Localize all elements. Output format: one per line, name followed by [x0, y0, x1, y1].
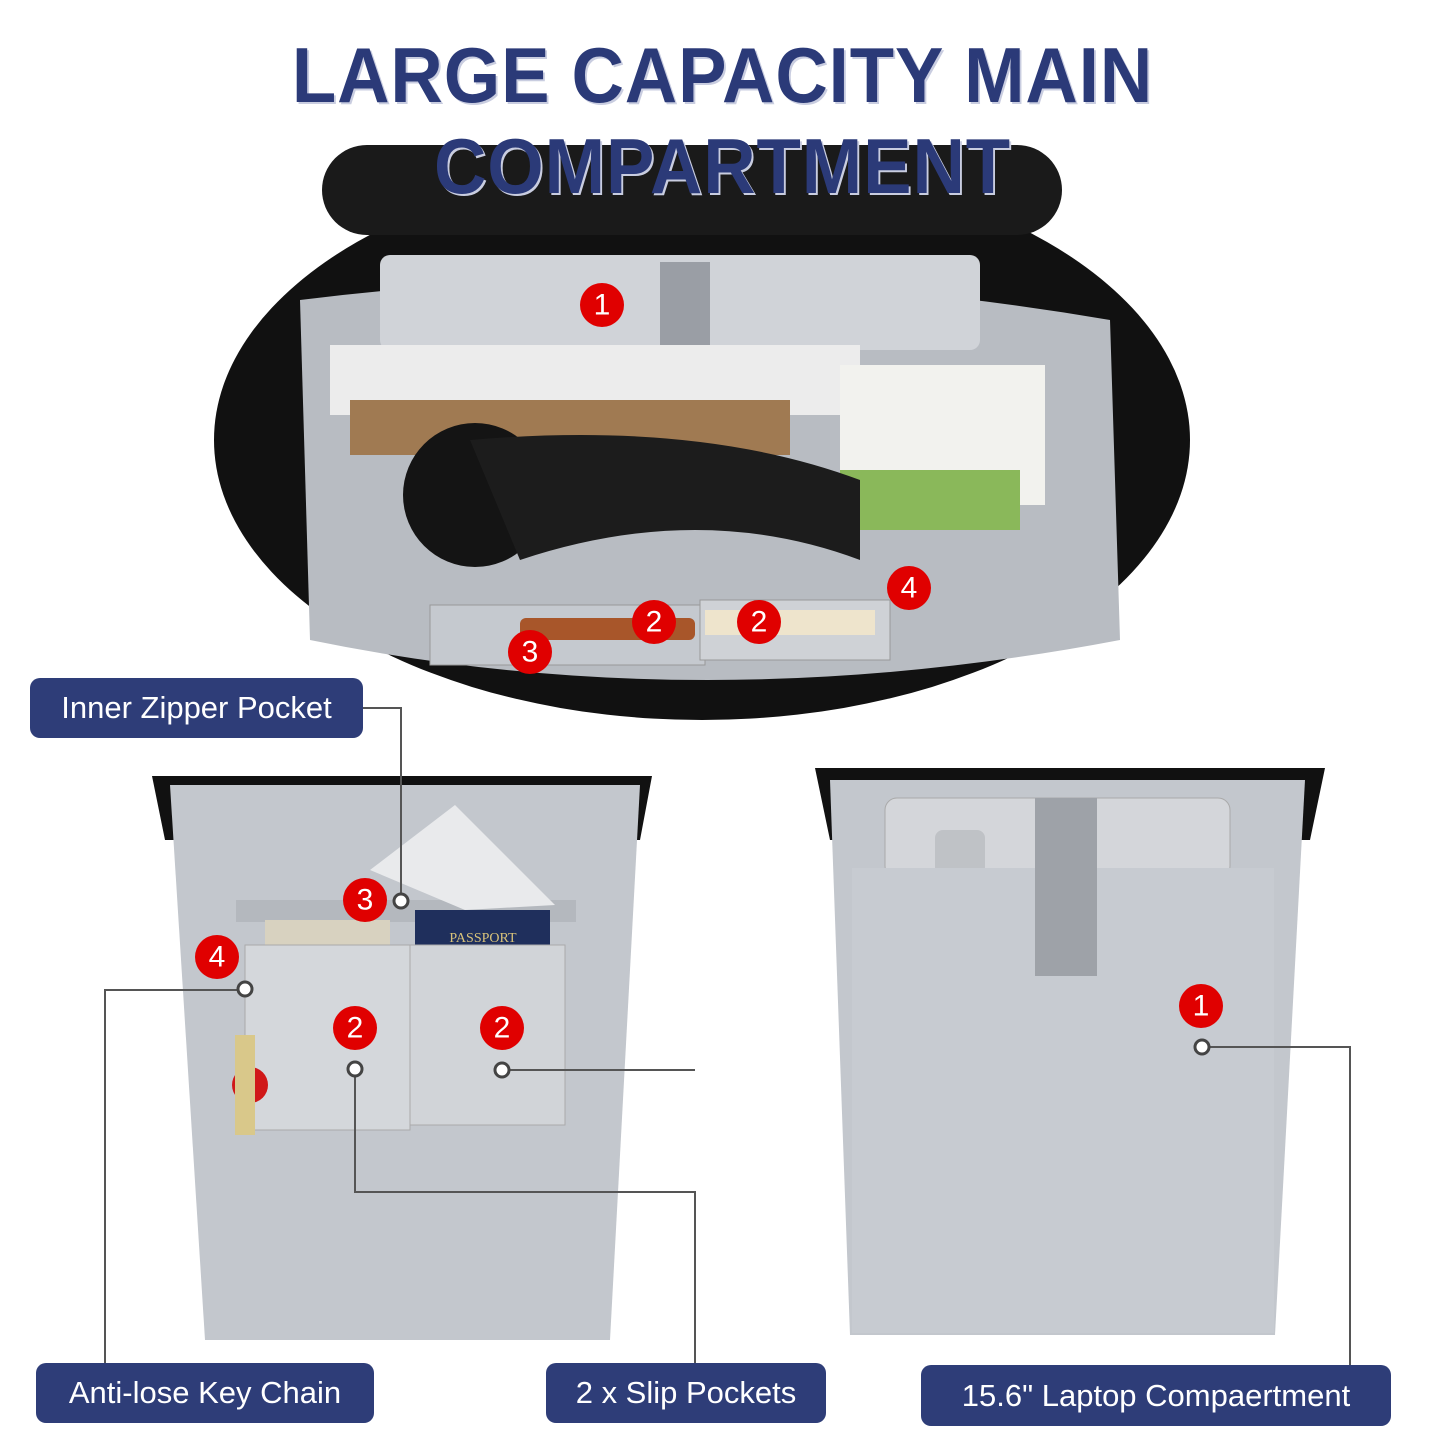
- svg-text:1: 1: [1193, 990, 1210, 1023]
- marker-top-2b: 2: [737, 600, 781, 644]
- marker-top-2a: 2: [632, 600, 676, 644]
- label-slip-pockets: 2 x Slip Pockets: [546, 1363, 826, 1423]
- svg-text:4: 4: [901, 572, 918, 605]
- svg-text:2: 2: [494, 1012, 511, 1045]
- svg-text:1: 1: [594, 289, 611, 322]
- svg-text:2: 2: [646, 606, 663, 639]
- passport-text: PASSPORT: [449, 931, 517, 946]
- marker-top-1: 1: [580, 283, 624, 327]
- marker-top-3: 3: [508, 630, 552, 674]
- svg-text:3: 3: [357, 884, 374, 917]
- svg-text:2: 2: [347, 1012, 364, 1045]
- marker-left-3: 3: [343, 878, 387, 922]
- connector-lines: [104, 707, 1351, 1367]
- top-bag-view: [214, 145, 1190, 720]
- marker-left-2b: 2: [480, 1006, 524, 1050]
- label-laptop-compartment: 15.6" Laptop Compaertment: [921, 1365, 1391, 1426]
- marker-left-4: 4: [195, 935, 239, 979]
- svg-text:3: 3: [522, 636, 539, 669]
- label-key-chain: Anti-lose Key Chain: [36, 1363, 374, 1423]
- marker-right-1: 1: [1179, 984, 1223, 1028]
- marker-top-4: 4: [887, 566, 931, 610]
- svg-text:4: 4: [209, 941, 226, 974]
- anchor-dots: [236, 892, 1211, 1079]
- svg-text:2: 2: [751, 606, 768, 639]
- page-title: LARGE CAPACITY MAIN COMPARTMENT: [291, 31, 1154, 210]
- label-inner-zipper-pocket: Inner Zipper Pocket: [30, 678, 363, 738]
- marker-left-2a: 2: [333, 1006, 377, 1050]
- right-insert-view: [815, 768, 1325, 1335]
